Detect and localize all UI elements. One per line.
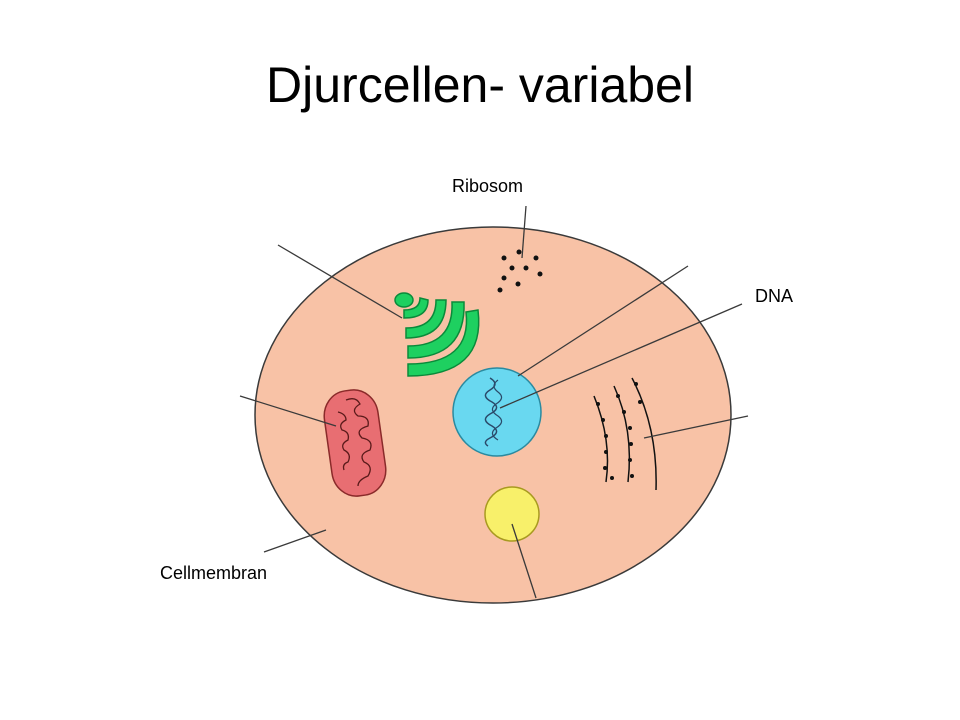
mitochondrion	[323, 389, 387, 497]
label-lines	[239, 205, 749, 599]
dna-strand	[484, 377, 498, 447]
slide-title: Djurcellen- variabel	[266, 57, 694, 113]
golgi-apparatus	[394, 292, 480, 377]
label-cellmembran: Cellmembran	[160, 563, 268, 583]
vacuole	[484, 486, 540, 542]
er-ribosome-dots	[596, 382, 642, 480]
label-ribosom: Ribosom	[452, 176, 524, 196]
label-dna: DNA	[755, 286, 794, 306]
nucleus	[452, 367, 542, 457]
ribosome-dots	[497, 249, 543, 293]
